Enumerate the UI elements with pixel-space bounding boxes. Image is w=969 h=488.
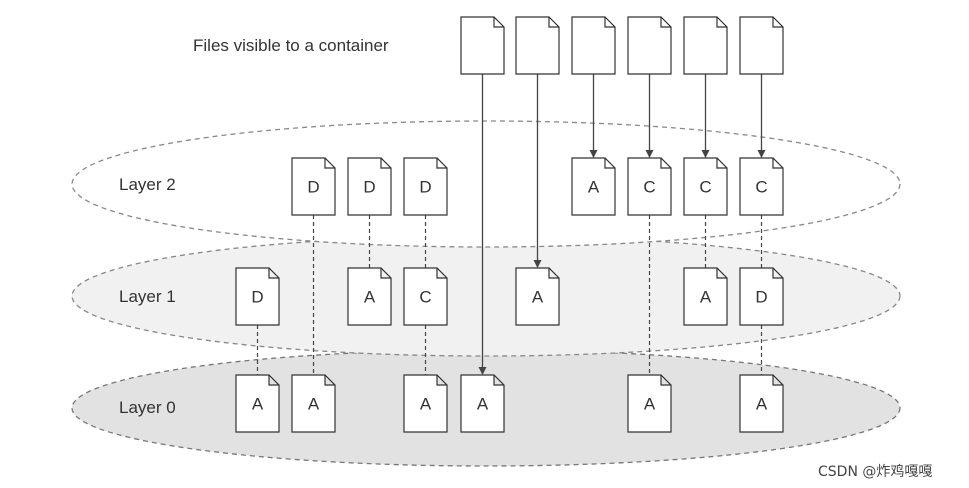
file-icon: A xyxy=(403,374,448,433)
file-label: C xyxy=(419,288,431,307)
file-icon: D xyxy=(739,267,784,326)
dashed-connectors xyxy=(256,215,763,375)
file-icon xyxy=(515,16,560,75)
file-label: A xyxy=(308,395,320,414)
file-icon: C xyxy=(683,157,728,216)
file-icon xyxy=(683,16,728,75)
layer-0-label: Layer 0 xyxy=(119,398,176,417)
file-label: D xyxy=(419,178,431,197)
file-icon xyxy=(460,16,505,75)
layer-1-label: Layer 1 xyxy=(119,287,176,306)
file-label: A xyxy=(364,288,376,307)
file-icon: A xyxy=(291,374,336,433)
file-icon: D xyxy=(347,157,392,216)
file-label: A xyxy=(252,395,264,414)
file-label: C xyxy=(755,178,767,197)
file-label: D xyxy=(755,288,767,307)
file-icon: D xyxy=(235,267,280,326)
file-label: D xyxy=(363,178,375,197)
file-icon: C xyxy=(739,157,784,216)
file-label: A xyxy=(477,395,489,414)
file-label: D xyxy=(307,178,319,197)
file-icon: A xyxy=(739,374,784,433)
file-icon xyxy=(627,16,672,75)
layer-2-label: Layer 2 xyxy=(119,175,176,194)
file-icon: A xyxy=(515,267,560,326)
file-icon: A xyxy=(571,157,616,216)
file-label: A xyxy=(756,395,768,414)
file-icon: D xyxy=(403,157,448,216)
file-icon: A xyxy=(683,267,728,326)
watermark: CSDN @炸鸡嘎嘎 xyxy=(818,463,932,480)
file-icons: D D D A C C C D A C A A D A A A A A A xyxy=(235,16,784,433)
file-icon: A xyxy=(347,267,392,326)
diagram-title: Files visible to a container xyxy=(193,36,389,55)
file-label: A xyxy=(532,288,544,307)
file-label: A xyxy=(420,395,432,414)
file-icon xyxy=(739,16,784,75)
file-icon: A xyxy=(235,374,280,433)
file-icon: C xyxy=(403,267,448,326)
file-icon: A xyxy=(627,374,672,433)
file-icon: D xyxy=(291,157,336,216)
file-label: C xyxy=(699,178,711,197)
file-icon: C xyxy=(627,157,672,216)
file-icon xyxy=(571,16,616,75)
visibility-arrows xyxy=(478,74,766,375)
file-icon: A xyxy=(460,374,505,433)
file-label: D xyxy=(251,288,263,307)
file-label: A xyxy=(644,395,656,414)
file-label: C xyxy=(643,178,655,197)
file-label: A xyxy=(588,178,600,197)
file-label: A xyxy=(700,288,712,307)
